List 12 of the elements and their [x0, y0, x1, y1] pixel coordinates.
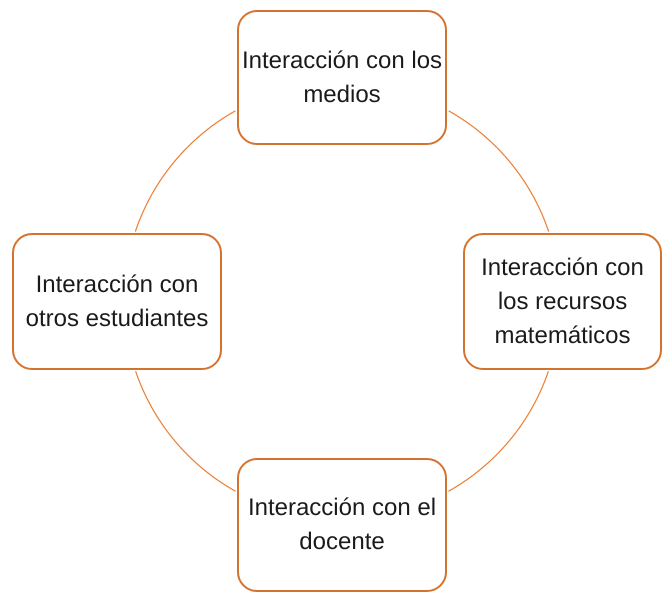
node-label: Interacción con los medios — [240, 46, 444, 110]
connector-arc — [134, 110, 236, 232]
node-label: Interacción con los recursos matemáticos — [480, 252, 645, 350]
rounded-box — [463, 233, 662, 370]
node-label: Interacción con otros estudiantes — [24, 270, 210, 334]
rounded-box — [12, 233, 222, 370]
rounded-box — [237, 10, 447, 145]
node-label: Interacción con el docente — [246, 493, 438, 557]
connector-arc — [448, 110, 550, 232]
connector-arc — [448, 370, 549, 492]
rounded-box — [237, 458, 447, 592]
connector-arc — [135, 370, 236, 492]
